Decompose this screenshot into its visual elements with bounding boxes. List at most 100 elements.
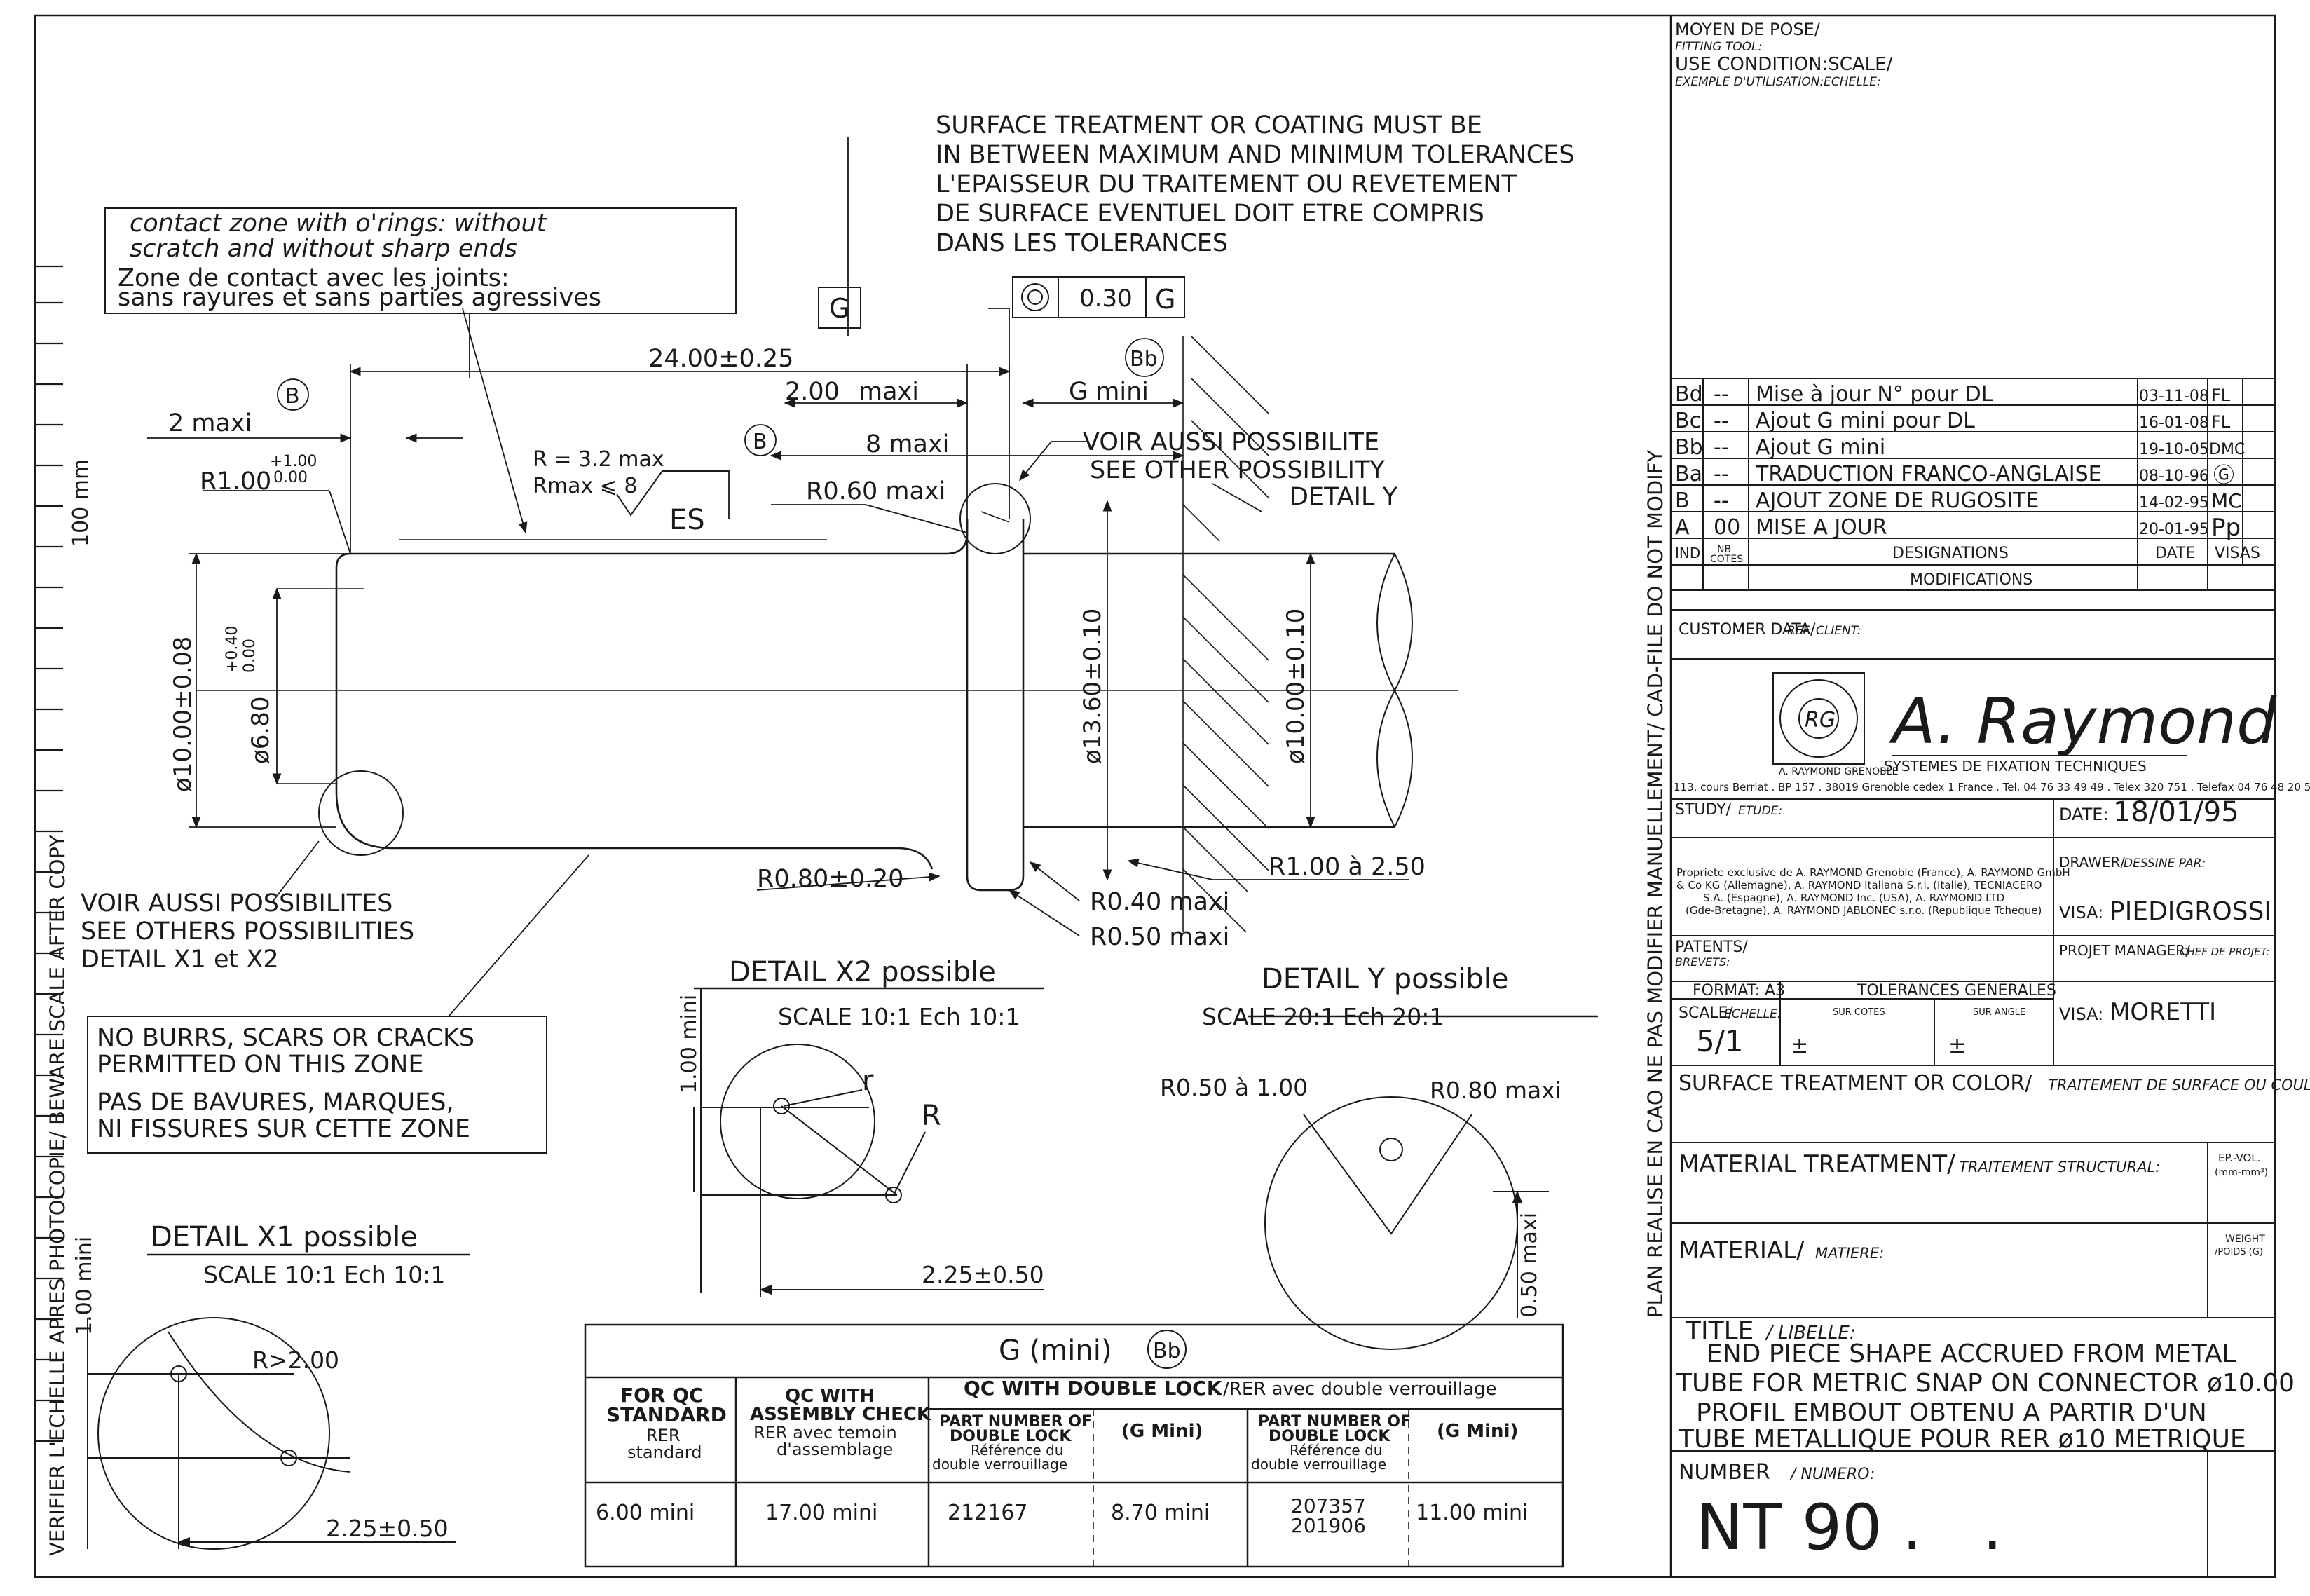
g-pn-head-4b: double verrouillage [1251,1456,1386,1473]
g-col-asm-1: QC WITH [785,1386,875,1407]
pm-angle: ± [1948,1034,1966,1058]
dim-dia-68: ø6.80 [247,696,275,764]
svg-text:03-11-08: 03-11-08 [2139,388,2209,405]
rev-head-nb2: COTES [1710,554,1743,565]
surface-treatment-label: SURFACE TREATMENT OR COLOR/ [1679,1071,2032,1096]
g-table-title: G (mini) [999,1335,1112,1367]
rev-head-visa: VISAS [2215,545,2260,562]
g-row-pn1: 212167 [948,1501,1028,1525]
material-label: MATERIAL/ [1679,1236,1805,1264]
svg-text:00: 00 [1714,515,1740,540]
svg-text:FL: FL [2211,412,2231,432]
dim-r1: R1.00 [200,468,271,496]
g-table [584,1323,1564,1568]
detail-x-circle [318,770,404,856]
study-label-fr: ETUDE: [1738,804,1782,818]
dim-r1-dn: 0.00 [273,469,308,486]
g-col-asm-2: ASSEMBLY CHECK [750,1404,931,1425]
svg-text:Ba: Ba [1675,462,1702,486]
logo-initials: RG [1805,708,1836,732]
roughness-symbol [616,470,729,517]
no-burrs-4: NI FISSURES SUR CETTE ZONE [97,1115,470,1143]
svg-text:20-01-95: 20-01-95 [2139,521,2209,538]
patents-label: PATENTS/ [1675,939,1748,956]
datum-g-box [818,287,861,329]
ref-bb-balloon [1125,338,1164,377]
title-label-fr: / LIBELLE: [1765,1323,1856,1344]
fitting-tool-fr: FITTING TOOL: [1675,40,1762,54]
company-address: 113, cours Berriat . BP 157 . 38019 Gren… [1674,781,2310,793]
drawer-label: DRAWER/ [2059,854,2125,871]
title-block-grid [1671,378,2275,1577]
fitting-tool: MOYEN DE POSE/ [1675,20,1821,39]
see-others-2: SEE OTHERS POSSIBILITIES [81,918,414,946]
svg-text:--: -- [1714,435,1729,460]
detail-x2-dim-v: 1.00 mini [677,995,702,1093]
g-row-g1: 8.70 mini [1111,1501,1210,1525]
dim-r080: R0.80±0.20 [757,865,904,893]
dim-dia-68-dn: 0.00 [241,639,259,673]
g-col-asm-3: RER avec temoin [753,1423,897,1442]
study-label: STUDY/ [1675,801,1732,819]
detail-x1-scale: SCALE 10:1 Ech 10:1 [203,1261,445,1288]
g-col-std-1: FOR QC [620,1384,704,1407]
fcf-datum: G [1155,284,1175,315]
svg-text:MISE A JOUR: MISE A JOUR [1756,515,1887,540]
detail-x1 [87,1253,470,1550]
g-col-std-3: RER [646,1426,681,1445]
svg-text:TRADUCTION FRANCO-ANGLAISE: TRADUCTION FRANCO-ANGLAISE [1755,462,2102,486]
property-2: & Co KG (Allemagne), A. RAYMOND Italiana… [1676,879,2042,892]
detail-y [1248,1015,1598,1350]
detail-x1-title: DETAIL X1 possible [151,1221,418,1253]
rev-head-desc: DESIGNATIONS [1892,545,2009,562]
svg-text:--: -- [1714,489,1729,513]
fcf-tolerance: 0.30 [1079,285,1133,313]
property-1: Propriete exclusive de A. RAYMOND Grenob… [1676,866,2070,879]
surface-treatment-note-4: DE SURFACE EVENTUEL DOIT ETRE COMPRIS [936,200,1484,228]
revision-rows: Bd -- Mise à jour N° pour DL 03-11-08 FL… [1675,382,2260,589]
svg-text:Mise à jour N° pour DL: Mise à jour N° pour DL [1756,382,1993,407]
g-dl-header: QC WITH DOUBLE LOCK [964,1377,1223,1400]
detail-x1-dim-v: 1.00 mini [72,1236,97,1335]
surface-treatment-note-1: SURFACE TREATMENT OR COATING MUST BE [936,111,1482,139]
surface-treatment-note-3: L'EPAISSEUR DU TRAITEMENT OU REVETEMENT [936,170,1517,198]
svg-text:B: B [1675,489,1690,513]
svg-text:19-10-05: 19-10-05 [2139,441,2209,458]
see-possibility-3: DETAIL Y [1290,483,1398,511]
g-table-title-ref: Bb [1153,1339,1181,1363]
g-pn-head-4a: double verrouillage [932,1456,1067,1473]
g-pn-head-1a: PART NUMBER OF [939,1413,1092,1431]
no-burrs-3: PAS DE BAVURES, MARQUES, [97,1089,454,1117]
see-others-1: VOIR AUSSI POSSIBILITES [81,889,392,918]
property-3: S.A. (Espagne), A. RAYMOND Inc. (USA), A… [1703,892,2004,904]
g-col-std-4: standard [627,1442,702,1462]
dim-r1-up: +1.00 [270,453,317,470]
scale-value: 5/1 [1696,1024,1744,1058]
drawing-title-2: TUBE FOR METRIC SNAP ON CONNECTOR ø10.00 [1676,1369,2295,1398]
g-pn-head-1b: PART NUMBER OF [1258,1413,1411,1431]
detail-x1-r: R>2.00 [252,1346,339,1374]
svg-text:Ⓖ: Ⓖ [2213,463,2234,488]
dim-dia-10-right: ø10.00±0.10 [1282,608,1310,764]
material-treatment-label-fr: TRAITEMENT STRUCTURAL: [1959,1159,2160,1175]
datum-g-label: G [829,293,849,324]
g-col-asm-4: d'assemblage [777,1440,893,1459]
contact-zone-note-2: scratch and without sharp ends [130,235,517,263]
detail-y-r-right: R0.80 maxi [1430,1077,1561,1104]
g-pn-head-2a: DOUBLE LOCK [950,1428,1072,1445]
modifications-label: MODIFICATIONS [1910,571,2032,589]
drawer-visa-label: VISA: [2059,903,2103,922]
dim-g-mini: G mini [1069,378,1149,406]
left-margin-note: VERIFIER L'ECHELLE APRES PHOTOCOPIE/ BEW… [46,835,69,1556]
svg-text:MC: MC [2211,489,2242,512]
detail-x2 [693,987,1044,1297]
svg-text:08-10-96: 08-10-96 [2139,468,2209,485]
g-pn-head-3b: Référence du [1290,1442,1382,1459]
svg-text:AJOUT ZONE DE RUGOSITE: AJOUT ZONE DE RUGOSITE [1756,489,2039,513]
ref-b-label: B [285,384,300,409]
material-label-fr: MATIERE: [1815,1245,1884,1262]
project-manager-label-fr: CHEF DE PROJET: [2180,946,2269,958]
scale-label: SCALE/ [1679,1004,1734,1022]
dim-r060: R0.60 maxi [806,477,945,505]
pm-cotes: ± [1791,1034,1808,1058]
